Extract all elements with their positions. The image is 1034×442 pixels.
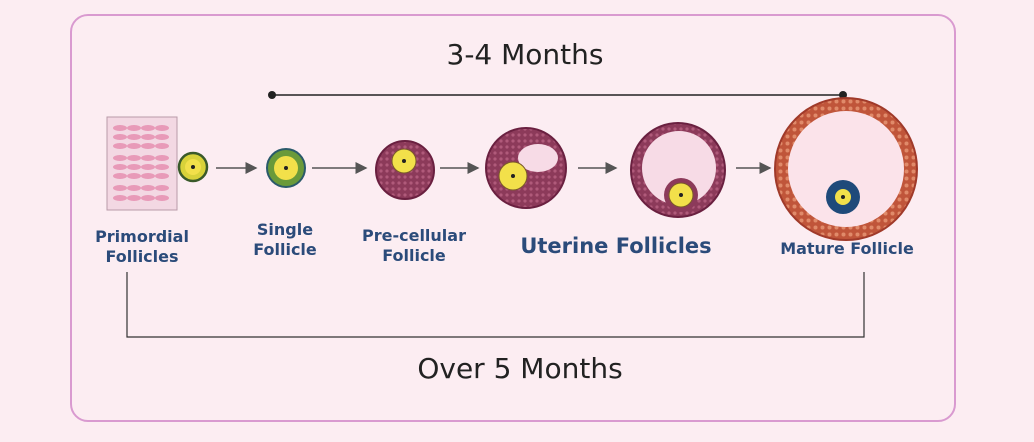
stage-label-pre-cellular: Pre-cellular Follicle <box>362 226 466 265</box>
stage-label-primordial: Primordial Follicles <box>95 227 189 266</box>
primordial-follicle-cell <box>177 151 209 183</box>
long-duration-label: Over 5 Months <box>417 352 623 385</box>
stage-label-mature: Mature Follicle <box>780 239 914 258</box>
single-follicle-illustration <box>266 148 306 188</box>
short-duration-label: 3-4 Months <box>446 38 604 71</box>
long-duration-bracket <box>126 272 865 338</box>
primordial-follicles-illustration <box>106 116 178 211</box>
uterine-follicle-illustration-2 <box>630 122 726 218</box>
uterine-follicle-illustration-1 <box>485 127 567 209</box>
stage-label-single: Single Follicle <box>253 220 317 259</box>
short-duration-bracket <box>268 91 847 99</box>
pre-cellular-follicle-illustration <box>375 140 435 200</box>
mature-follicle-illustration <box>774 97 918 241</box>
stage-label-uterine: Uterine Follicles <box>520 234 712 258</box>
